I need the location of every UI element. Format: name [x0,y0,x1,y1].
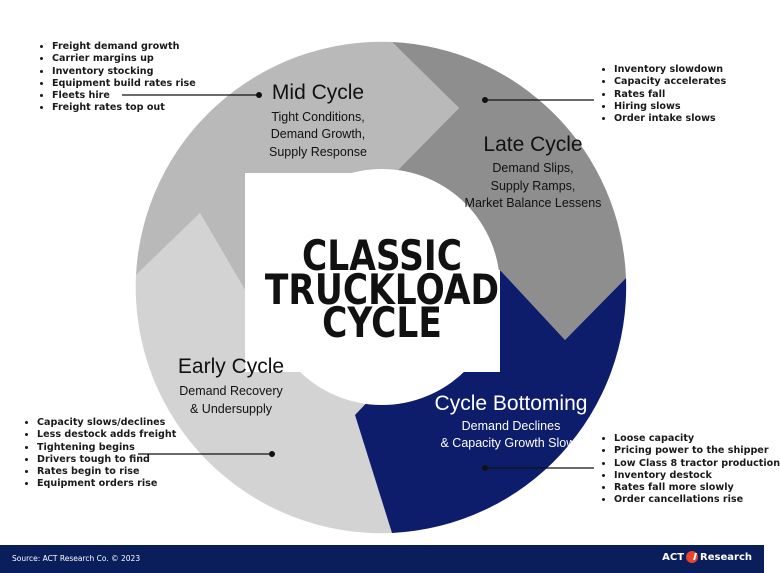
list-item: Inventory slowdown [614,64,726,76]
center-circle [264,169,500,405]
cycle-diagram: CLASSIC TRUCKLOAD CYCLE Mid Cycle Tight … [122,41,627,534]
late-cycle-connector-dot [482,97,488,103]
late-cycle-subtitle-2: Supply Ramps, [491,179,576,193]
mid-cycle-subtitle-3: Supply Response [269,145,367,159]
footer-bar: Source: ACT Research Co. © 2023 ACT Rese… [0,545,764,573]
list-item: Rates begin to rise [37,466,176,478]
mid-cycle-bullets: Freight demand growth Carrier margins up… [38,41,196,115]
early-cycle-segment [135,213,396,534]
center-title-line1: CLASSIC [302,232,462,281]
list-item: Capacity accelerates [614,76,726,88]
early-cycle-subtitle-2: & Undersupply [190,402,273,416]
list-item: Equipment build rates rise [52,78,196,90]
early-cycle-title: Early Cycle [178,355,284,378]
logo-mark-icon [686,551,699,563]
center-title-line2: TRUCKLOAD [265,266,499,315]
list-item: Inventory destock [614,470,780,482]
list-item: Carrier margins up [52,53,196,65]
late-cycle-title: Late Cycle [483,133,582,156]
cycle-bottoming-subtitle-2: & Capacity Growth Slows [440,436,581,450]
cycle-bottoming-subtitle-1: Demand Declines [462,419,561,433]
list-item: Tightening begins [37,442,176,454]
cycle-bottoming-connector-dot [482,465,488,471]
mid-cycle-segment [136,41,459,290]
logo-text-act: ACT [662,551,685,563]
list-item: Low Class 8 tractor production [614,458,780,470]
late-cycle-bullets: Inventory slowdown Capacity accelerates … [600,64,726,125]
early-cycle-bullets: Capacity slows/declines Less destock add… [23,417,176,491]
list-item: Equipment orders rise [37,478,176,490]
list-item: Freight rates top out [52,102,196,114]
mid-cycle-subtitle-1: Tight Conditions, [271,110,364,124]
cycle-bottoming-segment [355,270,627,533]
late-cycle-subtitle-1: Demand Slips, [492,161,573,175]
list-item: Fleets hire [52,90,196,102]
mid-cycle-title: Mid Cycle [272,81,364,104]
logo-text-research: Research [700,551,752,563]
mid-cycle-connector-dot [256,92,262,98]
cycle-bottoming-title: Cycle Bottoming [435,392,588,415]
list-item: Rates fall [614,89,726,101]
list-item: Order cancellations rise [614,494,780,506]
list-item: Loose capacity [614,433,780,445]
mid-cycle-subtitle-2: Demand Growth, [271,127,365,141]
early-cycle-subtitle-1: Demand Recovery [179,384,283,398]
late-cycle-subtitle-3: Market Balance Lessens [465,196,602,210]
list-item: Less destock adds freight [37,429,176,441]
list-item: Hiring slows [614,101,726,113]
list-item: Capacity slows/declines [37,417,176,429]
early-cycle-connector-dot [269,451,275,457]
list-item: Inventory stocking [52,66,196,78]
center-title-line3: CYCLE [322,299,442,348]
list-item: Rates fall more slowly [614,482,780,494]
list-item: Freight demand growth [52,41,196,53]
list-item: Drivers tough to find [37,454,176,466]
cycle-bottoming-bullets: Loose capacity Pricing power to the ship… [600,433,780,507]
act-research-logo: ACT Research [662,551,752,563]
list-item: Order intake slows [614,113,726,125]
list-item: Pricing power to the shipper [614,445,780,457]
source-note: Source: ACT Research Co. © 2023 [12,554,141,563]
